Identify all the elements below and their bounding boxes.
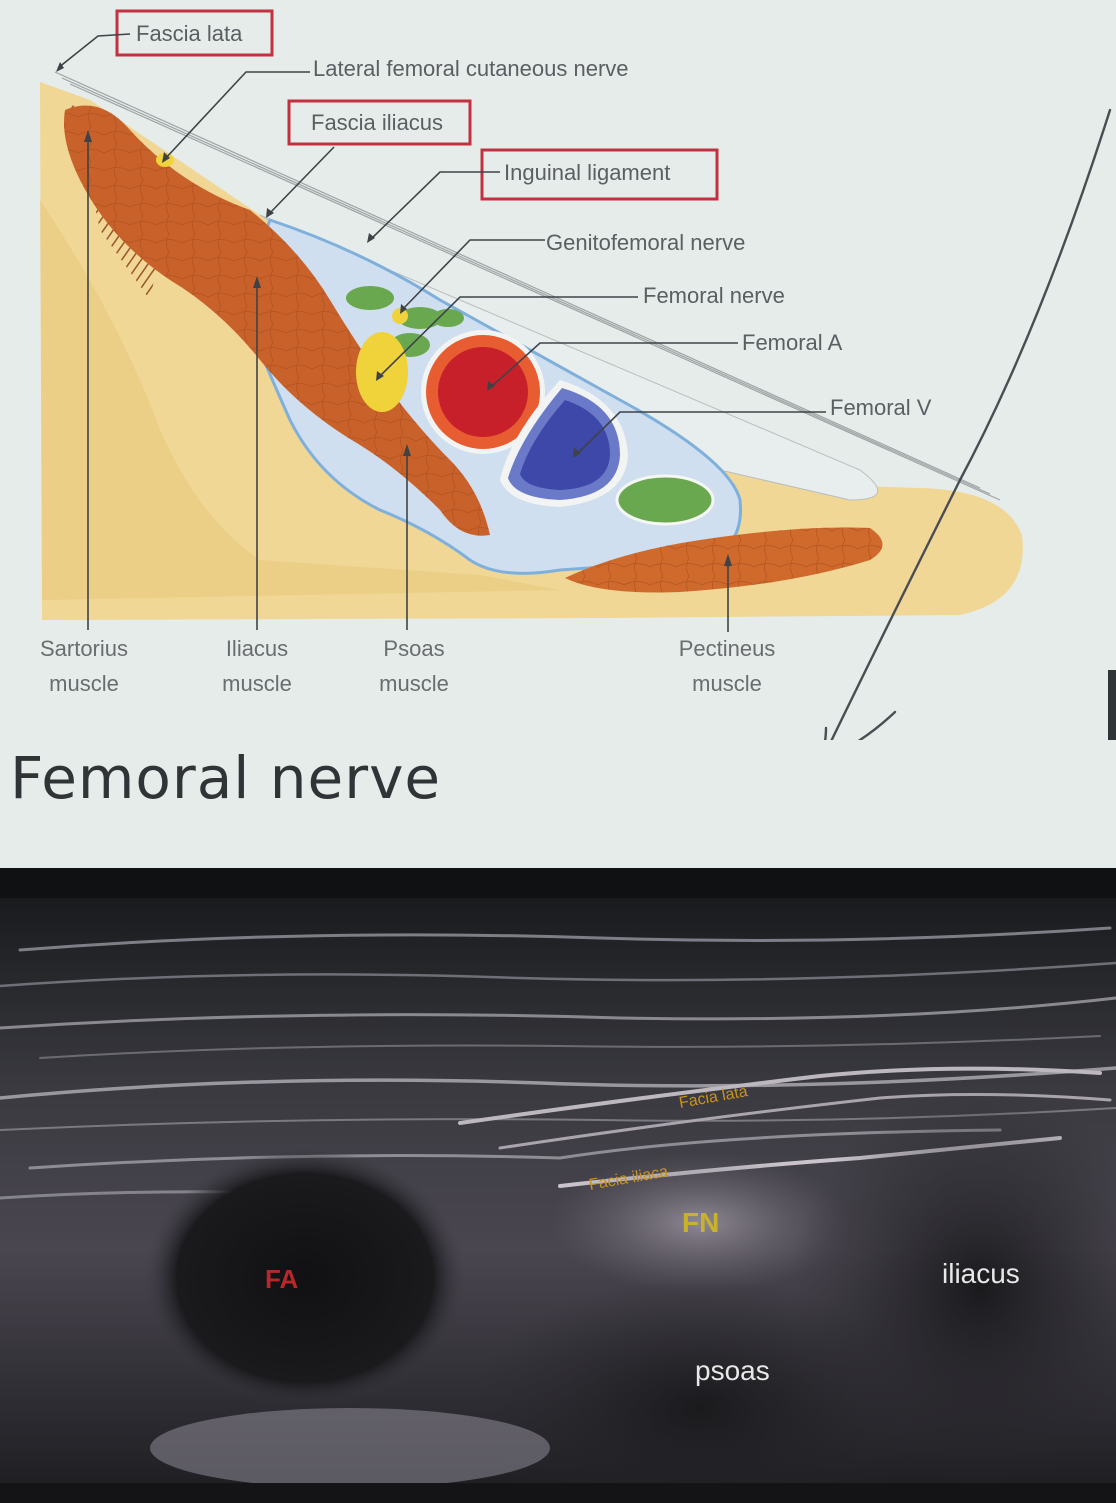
deep-fat-shading <box>40 200 560 600</box>
edge-mark <box>1108 670 1116 740</box>
sartorius-label-line2: muscle <box>49 671 119 696</box>
femoral-artery-echo <box>145 1148 465 1408</box>
femoral-vein-label: Femoral V <box>830 395 932 420</box>
us-psoas-label: psoas <box>695 1355 770 1386</box>
lfcn-label: Lateral femoral cutaneous nerve <box>313 56 629 81</box>
femoral-nerve-label: Femoral nerve <box>643 283 785 308</box>
femoral-artery-label: Femoral A <box>742 330 843 355</box>
pectineus-label-line2: muscle <box>692 671 762 696</box>
femoral-anatomy-diagram: Fascia lata Lateral femoral cutaneous ne… <box>40 9 1116 740</box>
genitofemoral-nerve-shape <box>392 308 408 324</box>
ultrasound-panel: Facia lata Facia iliaca FN FA iliacus ps… <box>0 868 1116 1503</box>
inguinal-ligament-label: Inguinal ligament <box>504 160 670 185</box>
fascia-layers <box>54 71 1001 501</box>
genitofemoral-nerve-label: Genitofemoral nerve <box>546 230 745 255</box>
fascia-iliacus-label: Fascia iliacus <box>311 110 443 135</box>
deep-echo <box>150 1408 550 1488</box>
us-fn-label: FN <box>682 1207 719 1238</box>
inguinal-ligament-box <box>480 148 719 201</box>
us-iliacus-label: iliacus <box>942 1258 1020 1289</box>
obturator-nerve <box>615 474 715 526</box>
fascia-iliacus-box <box>287 99 472 146</box>
leader-arrowheads <box>56 62 732 566</box>
femoral-nerve-echo <box>550 1153 850 1293</box>
handwritten-arrow <box>824 108 1112 740</box>
femoral-nerve-shape <box>356 332 408 412</box>
leader-lines <box>57 33 826 632</box>
iliacus-label-line1: Iliacus <box>226 636 288 661</box>
fascia-lata-label: Fascia lata <box>136 21 243 46</box>
psoas-echo <box>470 1278 930 1503</box>
psoas-label-line1: Psoas <box>383 636 444 661</box>
ultrasound-image: Facia lata Facia iliaca FN FA iliacus ps… <box>0 868 1116 1503</box>
pectineus-label-line1: Pectineus <box>679 636 776 661</box>
iliacus-label-line2: muscle <box>222 671 292 696</box>
sartorius-label-line1: Sartorius <box>40 636 128 661</box>
us-fa-label: FA <box>265 1264 298 1294</box>
page-title: Femoral nerve <box>10 744 442 812</box>
psoas-label-line2: muscle <box>379 671 449 696</box>
fascia-lata-box <box>115 9 274 57</box>
